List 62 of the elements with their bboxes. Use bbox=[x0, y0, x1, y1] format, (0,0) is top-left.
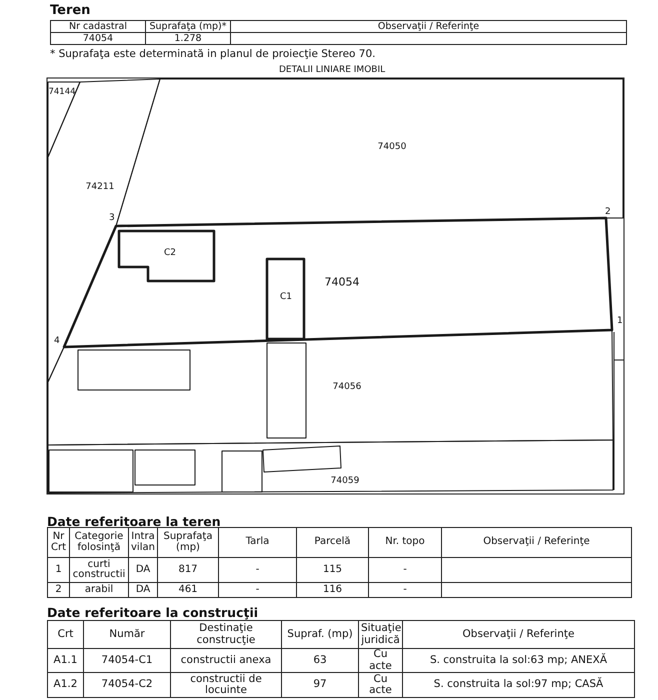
table-value: 1.278 bbox=[146, 32, 230, 44]
table-value: 74054-C2 bbox=[84, 672, 170, 698]
parcel-number: 74050 bbox=[378, 142, 406, 152]
section-heading: Date referitoare la construcţii bbox=[47, 605, 258, 620]
column-header: Suprafaţa (mp)* bbox=[146, 20, 230, 32]
table-value: 115 bbox=[296, 558, 368, 582]
table-value: 817 bbox=[158, 558, 218, 582]
table-value: - bbox=[218, 582, 296, 598]
table-value: arabil bbox=[70, 582, 128, 598]
table-value: 74054 bbox=[50, 32, 146, 44]
table-value: 116 bbox=[296, 582, 368, 598]
column-header: Categorie folosinţă bbox=[70, 528, 128, 558]
parcel-number: 74059 bbox=[330, 476, 360, 486]
table-value: 2 bbox=[48, 582, 70, 598]
point-number: 4 bbox=[54, 336, 60, 346]
table-value: constructii de locuinte bbox=[170, 672, 282, 698]
column-header: Observaţii / Referinţe bbox=[442, 528, 632, 558]
table-value: 74054-C1 bbox=[84, 648, 170, 672]
point-number: 2 bbox=[605, 207, 611, 217]
column-header: Observaţii / Referinţe bbox=[230, 20, 626, 32]
table-value: 63 bbox=[282, 648, 358, 672]
building-label: C2 bbox=[164, 248, 176, 258]
column-header: Observaţii / Referinţe bbox=[402, 620, 634, 648]
table-value: A1.1 bbox=[48, 648, 84, 672]
table-value: S. construita la sol:97 mp; CASĂ bbox=[402, 672, 634, 698]
point-number: 3 bbox=[109, 213, 115, 223]
column-header: Intra vilan bbox=[128, 528, 158, 558]
column-header: Tarla bbox=[218, 528, 296, 558]
column-header: Parcelă bbox=[296, 528, 368, 558]
parcel-number: 74211 bbox=[86, 182, 114, 192]
column-header: Destinaţie construcţie bbox=[170, 620, 282, 648]
table-value: S. construita la sol:63 mp; ANEXĂ bbox=[402, 648, 634, 672]
table-value: - bbox=[368, 582, 442, 598]
table-value: DA bbox=[128, 582, 158, 598]
table-value: 1 bbox=[48, 558, 70, 582]
column-header: Nr. topo bbox=[368, 528, 442, 558]
table-value: 97 bbox=[282, 672, 358, 698]
table-value: - bbox=[218, 558, 296, 582]
table-value: Cu acte bbox=[358, 648, 402, 672]
table-value: Cu acte bbox=[358, 672, 402, 698]
building-label: C1 bbox=[280, 292, 292, 302]
column-header: Număr bbox=[84, 620, 170, 648]
section-heading: Date referitoare la teren bbox=[47, 514, 221, 529]
map-title: DETALII LINIARE IMOBIL bbox=[279, 65, 386, 75]
parcel-number: 74054 bbox=[324, 276, 360, 288]
point-number: 1 bbox=[617, 316, 623, 326]
table-value: A1.2 bbox=[48, 672, 84, 698]
parcel-number: 74056 bbox=[332, 382, 362, 392]
column-header: Supraf. (mp) bbox=[282, 620, 358, 648]
column-header: Crt bbox=[48, 620, 84, 648]
column-header: Situaţie juridică bbox=[358, 620, 402, 648]
column-header: Nr cadastral bbox=[50, 20, 146, 32]
section-heading: Teren bbox=[50, 3, 90, 18]
table-value: 461 bbox=[158, 582, 218, 598]
table-value: constructii anexa bbox=[170, 648, 282, 672]
column-header: Suprafaţa (mp) bbox=[158, 528, 218, 558]
table-value: DA bbox=[128, 558, 158, 582]
column-header: Nr Crt bbox=[48, 528, 70, 558]
footnote: * Suprafaţa este determinată in planul de proiecţie Stereo 70. bbox=[50, 48, 376, 60]
table-value: curti constructii bbox=[70, 558, 128, 582]
parcel-number: 74144 bbox=[48, 87, 76, 97]
table-value: - bbox=[368, 558, 442, 582]
